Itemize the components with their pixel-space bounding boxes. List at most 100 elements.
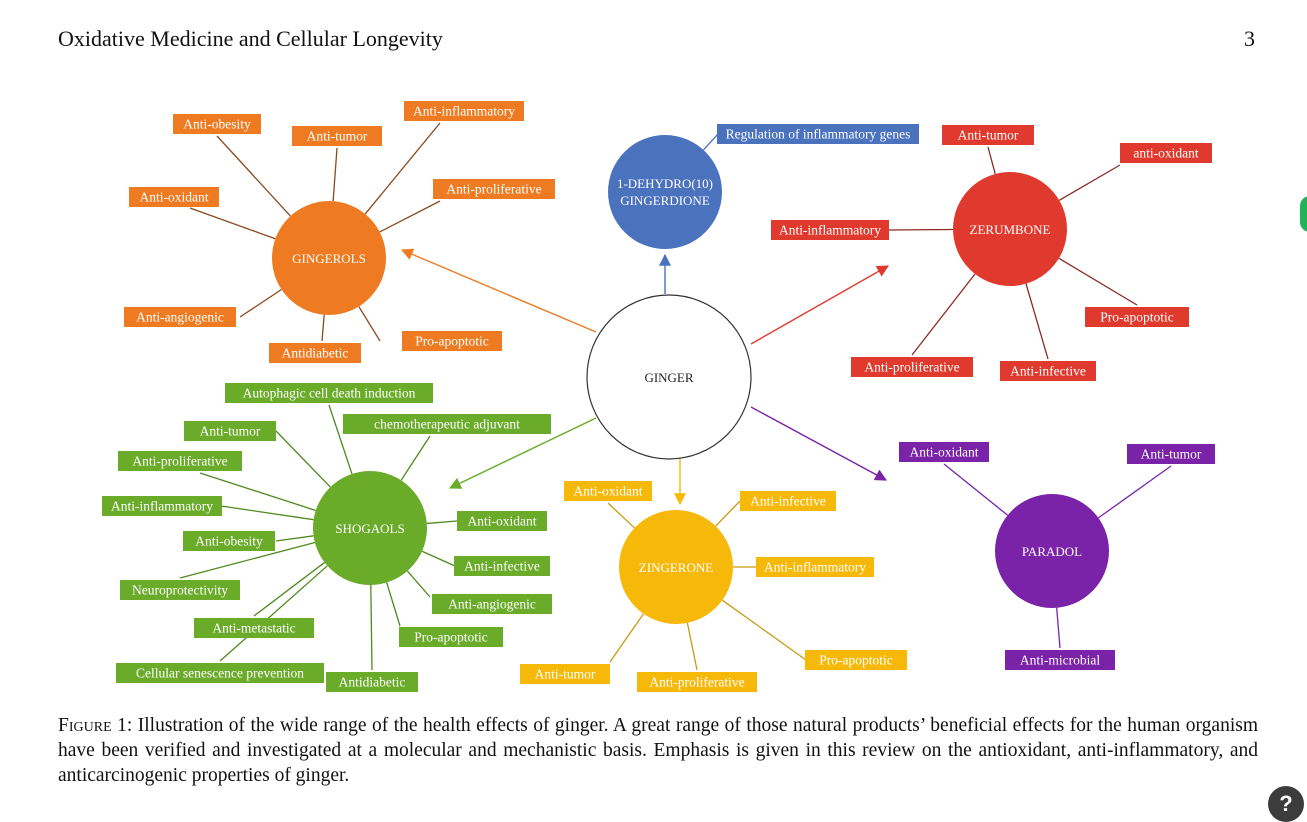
zingerone-effect-text: Pro-apoptotic [819,653,893,668]
dehydro-node-label: GINGERDIONE [620,193,710,208]
zerumbone-effect-text: Anti-inflammatory [779,223,881,238]
zerumbone-effect-text: Anti-tumor [958,128,1019,143]
zingerone-connector [721,599,807,661]
paradol-effect-label: Anti-tumor [1127,444,1215,464]
shogaols-effect-label: Anti-proliferative [118,451,242,471]
zingerone-node [619,510,733,624]
shogaols-connector [421,550,456,567]
shogaols-effect-label: Cellular senescence prevention [116,663,324,683]
shogaols-effect-text: Antidiabetic [339,675,406,690]
zingerone-connector [715,500,741,527]
paradol-arrow [750,406,888,481]
shogaols-connector [253,561,325,617]
zerumbone-effect-text: Anti-infective [1010,364,1086,379]
paradol-effect-text: Anti-oxidant [910,445,979,460]
zerumbone-connector [1058,164,1121,201]
ginger-effects-diagram: GINGEROLS1-DEHYDRO(10)GINGERDIONEZERUMBO… [102,101,1215,692]
gingerols-connector [239,288,282,318]
gingerols-node-label: GINGEROLS [292,251,366,266]
zerumbone-effect-label: Anti-infective [1000,361,1096,381]
shogaols-effect-text: Anti-infective [464,559,540,574]
gingerols-effect-label: Anti-angiogenic [124,307,236,327]
connector-lines [179,122,1172,671]
zerumbone-effect-text: anti-oxidant [1133,146,1198,161]
zerumbone-effect-label: anti-oxidant [1120,143,1212,163]
shogaols-effect-text: chemotherapeutic adjuvant [374,417,520,432]
shogaols-node [313,471,427,585]
shogaols-connector [426,520,458,525]
gingerols-connector [358,306,381,342]
zingerone-connector [607,502,635,529]
zingerone-effect-label: Anti-oxidant [564,481,652,501]
shogaols-effect-label: Anti-metastatic [194,618,314,638]
shogaols-connector [400,435,431,481]
shogaols-effect-text: Anti-inflammatory [111,499,213,514]
dehydro-node [608,135,722,249]
shogaols-effect-label: Anti-angiogenic [432,594,552,614]
gingerols-effect-text: Pro-apoptotic [415,334,489,349]
compound-nodes: GINGEROLS1-DEHYDRO(10)GINGERDIONEZERUMBO… [272,135,1109,624]
zerumbone-effect-text: Pro-apoptotic [1100,310,1174,325]
shogaols-effect-text: Pro-apoptotic [414,630,488,645]
shogaols-effect-label: Antidiabetic [326,672,418,692]
shogaols-effect-text: Anti-tumor [200,424,261,439]
shogaols-connector [220,505,314,521]
zingerone-effect-text: Anti-infective [750,494,826,509]
zingerone-effect-text: Anti-inflammatory [764,560,866,575]
shogaols-connector [370,584,373,671]
paradol-effect-text: Anti-tumor [1141,447,1202,462]
gingerols-effect-label: Pro-apoptotic [402,331,502,351]
shogaols-effect-label: Anti-obesity [183,531,275,551]
paradol-effect-label: Anti-microbial [1005,650,1115,670]
shogaols-connector [406,570,431,598]
dehydro-node-label: 1-DEHYDRO(10) [617,176,713,191]
shogaols-effect-text: Anti-oxidant [468,514,537,529]
gingerols-effect-text: Anti-proliferative [446,182,541,197]
shogaols-effect-label: chemotherapeutic adjuvant [343,414,551,434]
shogaols-effect-text: Anti-angiogenic [448,597,536,612]
caption-label: Figure 1: [58,715,133,736]
shogaols-effect-text: Anti-proliferative [132,454,227,469]
zingerone-effect-label: Anti-proliferative [637,672,757,692]
effect-labels: Anti-obesityAnti-tumorAnti-inflammatoryA… [102,101,1215,692]
zerumbone-effect-text: Anti-proliferative [864,360,959,375]
zerumbone-connector [987,146,996,175]
shogaols-effect-label: Anti-oxidant [457,511,547,531]
side-panel-tab[interactable] [1300,196,1307,232]
help-button[interactable]: ? [1268,786,1304,822]
shogaols-effect-text: Anti-obesity [195,534,263,549]
gingerols-connector [189,207,276,240]
dehydro-effect-label: Regulation of inflammatory genes [717,124,919,144]
shogaols-node-label: SHOGAOLS [335,521,404,536]
figure-caption: Figure 1: Illustration of the wide range… [58,713,1258,788]
shogaols-effect-label: Anti-infective [454,556,550,576]
gingerols-effect-label: Antidiabetic [269,343,361,363]
gingerols-effect-text: Anti-oxidant [140,190,209,205]
gingerols-connector [332,147,338,202]
shogaols-effect-label: Autophagic cell death induction [225,383,433,403]
zingerone-effect-label: Pro-apoptotic [805,650,907,670]
gingerols-arrow [400,248,597,333]
zingerone-node-label: ZINGERONE [639,560,713,575]
gingerols-connector [216,135,291,217]
zerumbone-effect-label: Anti-proliferative [851,357,973,377]
shogaols-connector [199,472,316,512]
dehydro-effect-text: Regulation of inflammatory genes [726,127,911,142]
zingerone-effect-text: Anti-oxidant [574,484,643,499]
zingerone-effect-label: Anti-tumor [520,664,610,684]
zerumbone-effect-label: Anti-tumor [942,125,1034,145]
shogaols-effect-text: Anti-metastatic [212,621,295,636]
gingerols-effect-label: Anti-proliferative [433,179,555,199]
shogaols-connector [275,430,331,488]
zerumbone-effect-label: Pro-apoptotic [1085,307,1189,327]
shogaols-connector [219,565,328,662]
shogaols-effect-text: Autophagic cell death induction [243,386,416,401]
gingerols-connector [321,314,325,342]
zingerone-connector [609,613,645,663]
journal-title: Oxidative Medicine and Cellular Longevit… [58,26,443,51]
zingerone-effect-label: Anti-inflammatory [756,557,874,577]
gingerols-effect-text: Anti-inflammatory [413,104,515,119]
zerumbone-connector [888,228,954,231]
zingerone-effect-text: Anti-tumor [535,667,596,682]
paradol-connector [1098,465,1172,519]
